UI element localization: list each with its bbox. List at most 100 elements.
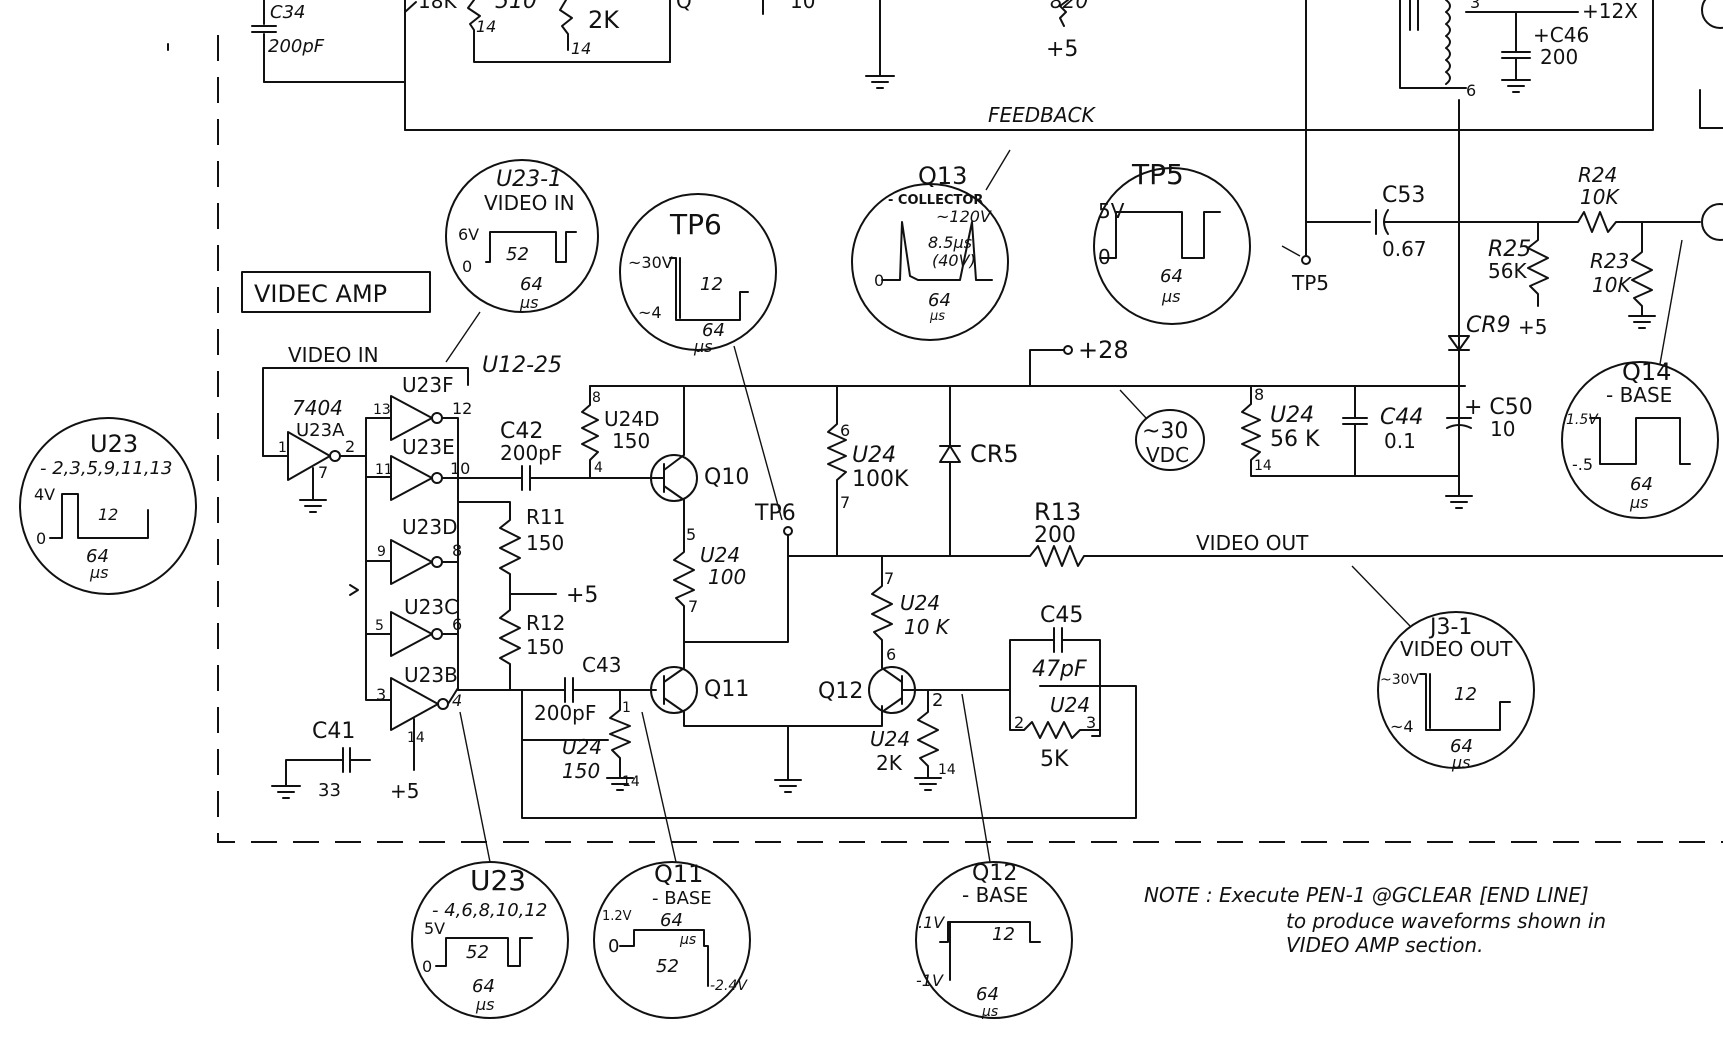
c50-value: 10	[1490, 417, 1515, 441]
j3-1-period: 64	[1450, 736, 1473, 757]
q12-unit: µs	[981, 1004, 998, 1020]
j3-1-subtitle: VIDEO OUT	[1400, 637, 1513, 661]
q11-stage: Q11	[650, 657, 883, 793]
q13-pulse-note: (40V)	[932, 251, 976, 270]
u23-odd-period: 64	[86, 546, 109, 567]
u23f-pin13: 13	[373, 402, 391, 418]
u24d-name: U24D	[604, 407, 660, 431]
u24-100k-value: 100K	[852, 467, 909, 492]
waveform-tp5: TP5 5V 0 64 µs	[1093, 158, 1301, 325]
feedback-label: FEEDBACK	[988, 103, 1097, 127]
u23b-pin3: 3	[376, 685, 386, 704]
vdc30-line2: VDC	[1146, 443, 1189, 467]
j3-1-pulse: 12	[1454, 684, 1477, 705]
u24-100k-name: U24	[852, 443, 896, 468]
q11-label: Q11	[704, 677, 749, 702]
u24-100-pin7: 7	[688, 597, 698, 616]
top-res1-value: 18K	[418, 0, 457, 13]
u23f-pin12: 12	[452, 399, 472, 418]
q11-low: 0	[608, 936, 619, 957]
u23-1-title: U23-1	[496, 167, 562, 192]
c34-value: 200pF	[268, 36, 325, 57]
q11-high: 1.2V	[602, 909, 632, 924]
c44-label: C44	[1380, 405, 1423, 430]
c44-value: 0.1	[1384, 429, 1416, 453]
top-res-pin-14b: 14	[571, 39, 591, 58]
waveform-30vdc: ~30 VDC	[1119, 389, 1205, 471]
u24-10k-name: U24	[900, 591, 940, 615]
q12-period: 64	[976, 984, 999, 1005]
q12-subtitle: - BASE	[962, 883, 1028, 907]
u23-odd-high: 4V	[34, 485, 55, 504]
u23f-name: U23F	[402, 373, 454, 397]
u24-2k-name: U24	[870, 727, 910, 751]
waveform-q13: Q13 - COLLECTOR ~120V 8.5µs (40V) 0 64 µ…	[851, 149, 1011, 341]
r11-value: 150	[526, 531, 564, 555]
r13-label: R13	[1034, 498, 1081, 526]
waveform-j3-1: J3-1 VIDEO OUT ~30V ~4 12 64 µs	[1351, 565, 1535, 772]
q13-low: 0	[874, 271, 884, 290]
u23a-pin7: 7	[318, 463, 328, 482]
output-network: 6 U24 100K 7 CR5 +28 R13 200 VIDEO OUT 8…	[787, 313, 1723, 567]
u23a-pin2: 2	[345, 437, 355, 456]
q11-period: 64	[660, 910, 683, 931]
top-cap-value: 10	[790, 0, 815, 13]
u24-5k-pin2: 2	[1014, 713, 1024, 732]
tp5-low: 0	[1098, 245, 1111, 269]
c43-network: C43 200pF 1 U24 150 14	[457, 653, 1137, 819]
q12-high: .1V	[918, 913, 945, 932]
u23-odd-subtitle: - 2,3,5,9,11,13	[40, 458, 172, 479]
u24-2k-value: 2K	[876, 751, 903, 775]
q13-pulse: 8.5µs	[928, 233, 972, 252]
u23-1-unit: µs	[519, 293, 539, 312]
u24-5k-pin3: 3	[1086, 713, 1096, 732]
r25-label: R25	[1488, 237, 1531, 262]
u24-150b-value: 150	[562, 759, 600, 783]
u24d-value: 150	[612, 429, 650, 453]
c45-value: 47pF	[1032, 657, 1087, 682]
u23a-name: U23A	[296, 420, 345, 441]
q12-pulse: 12	[992, 924, 1015, 945]
video-amp-label: VIDEC AMP	[254, 280, 387, 308]
top-partial-circuit: C34 200pF 18K 510 14 2K 14 Q 10 820 +5 F…	[251, 0, 1723, 461]
note-line-1: NOTE : Execute PEN-1 @GCLEAR [END LINE]	[1144, 883, 1589, 907]
r25-value: 56K	[1488, 259, 1527, 283]
waveform-u23-1: U23-1 VIDEO IN 6V 0 52 64 µs	[445, 159, 599, 363]
u23-even-unit: µs	[475, 995, 495, 1014]
tp6-title: TP6	[669, 208, 722, 241]
waveform-q12: Q12 - BASE .1V -1V 12 64 µs	[915, 693, 1073, 1020]
c53-label: C53	[1382, 183, 1425, 208]
q12-title: Q12	[972, 861, 1017, 886]
q12-stage: 7 U24 10 K 6 Q12 2 14 U24 2K	[787, 555, 1011, 791]
tp6-low: ~4	[638, 303, 662, 322]
top-plus12: +12X	[1582, 0, 1638, 23]
q10-label: Q10	[704, 465, 749, 490]
tp5-network: C53 0.67 R24 10K R25 56K R23 10K TP5	[1291, 163, 1723, 329]
waveform-tp6: TP6 ~30V ~4 12 64 µs	[619, 193, 783, 521]
tp6-pulse: 12	[700, 274, 723, 295]
q11-pulse: 52	[656, 956, 679, 977]
u23c-pin5: 5	[375, 618, 384, 634]
video-in-ref: U12-25	[482, 353, 562, 378]
section-boundary	[217, 35, 1723, 843]
r24-value: 10K	[1580, 185, 1620, 209]
u24-56k-name: U24	[1270, 403, 1314, 428]
r24-label: R24	[1578, 163, 1617, 187]
c45-label: C45	[1040, 603, 1083, 628]
note-line-3: VIDEO AMP section.	[1286, 933, 1483, 957]
r23-value: 10K	[1592, 273, 1632, 297]
u24-56k-pin8: 8	[1254, 385, 1264, 404]
tp6-unit: µs	[693, 337, 713, 356]
tp6-high: ~30V	[628, 253, 673, 272]
top-res2-value: 510	[495, 0, 537, 14]
note-block: NOTE : Execute PEN-1 @GCLEAR [END LINE] …	[1144, 883, 1606, 957]
c53-value: 0.67	[1382, 237, 1427, 261]
tp5-unit: µs	[1161, 287, 1181, 306]
u24-5k-name: U24	[1050, 693, 1090, 717]
u23e-pin11: 11	[375, 462, 393, 478]
c43-value: 200pF	[534, 701, 596, 725]
tp5-period: 64	[1160, 266, 1183, 287]
u24-5k-value: 5K	[1040, 747, 1069, 772]
u23-odd-title: U23	[90, 430, 138, 458]
u24-10k-pin6: 6	[886, 645, 896, 664]
